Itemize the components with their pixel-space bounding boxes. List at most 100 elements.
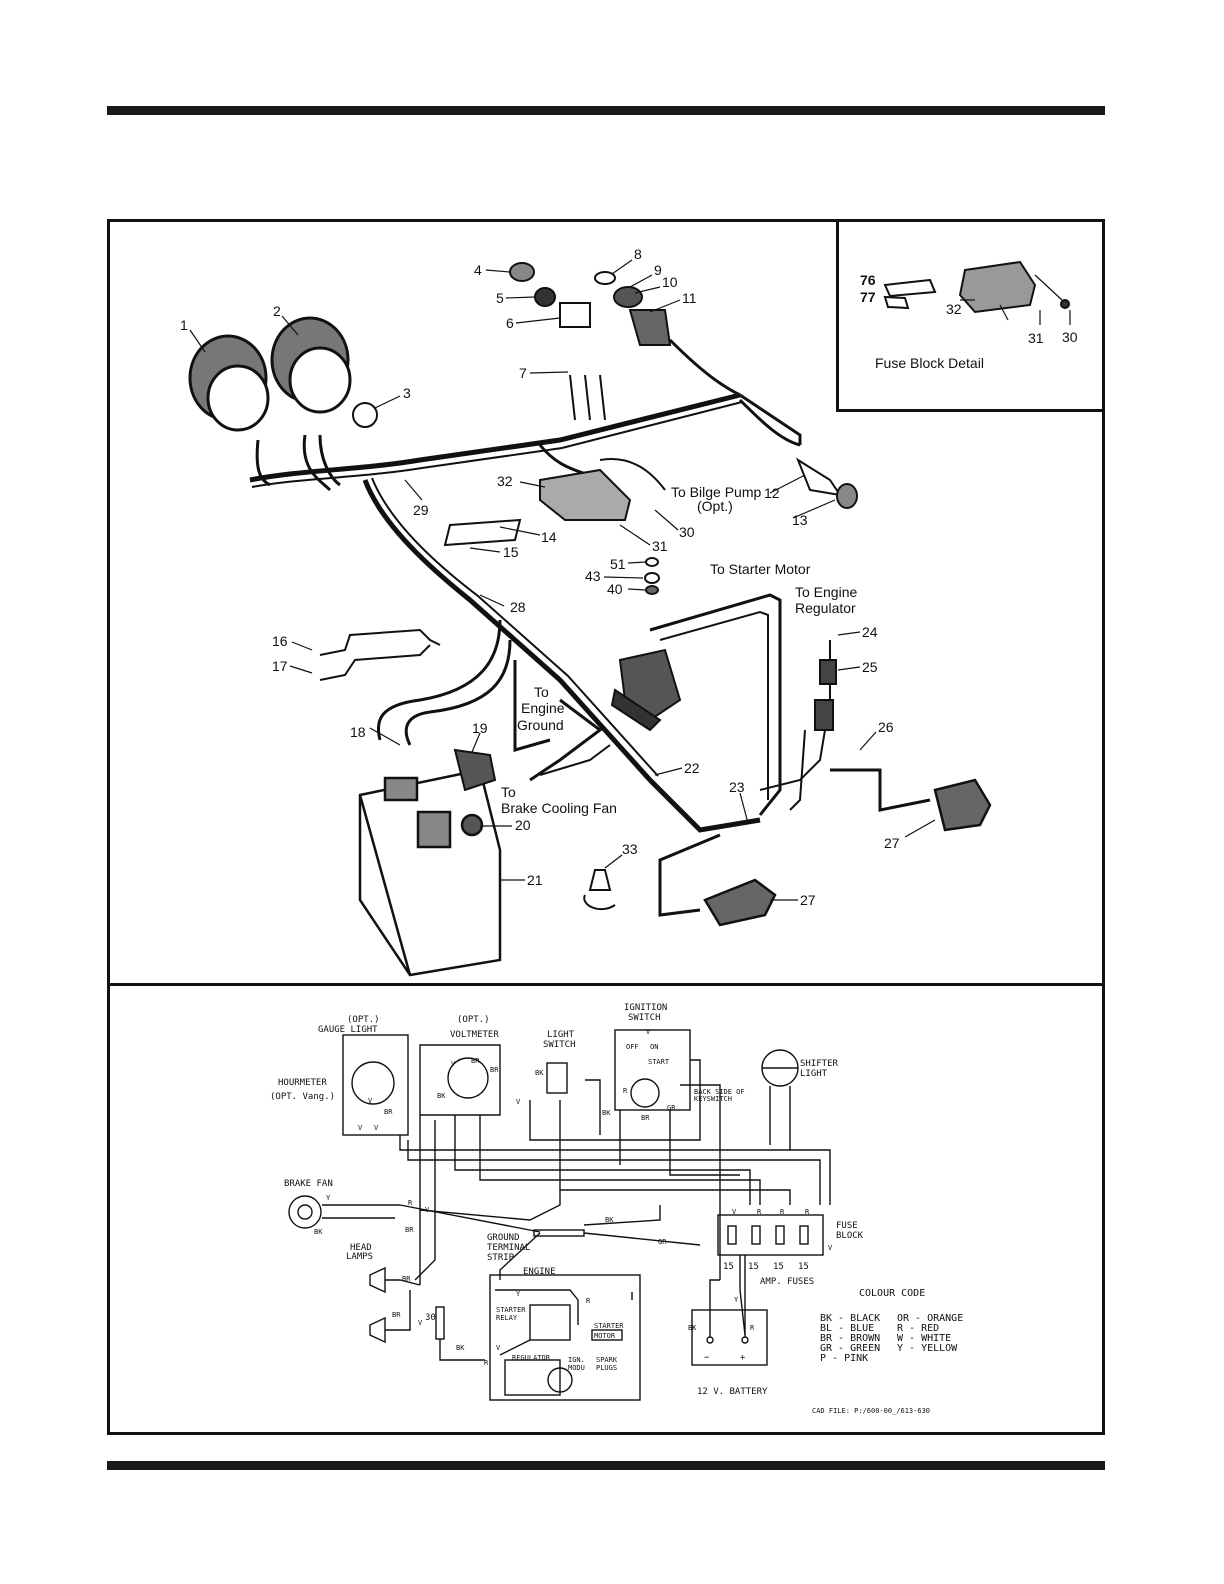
wire-label: BK (314, 1228, 323, 1236)
rear-lamp-lower (703, 878, 777, 927)
wire-label: BR (641, 1114, 650, 1122)
starter-relay (610, 648, 682, 732)
top-rule (107, 106, 1105, 115)
label-starter-motor-1: STARTER (594, 1322, 624, 1330)
callout-13: 13 (792, 512, 808, 528)
label-light-switch-1: LIGHT (547, 1030, 575, 1040)
wire-label: BR (471, 1057, 480, 1065)
fuse-detail-labels: 76 77 32 31 30 Fuse Block Detail (860, 272, 1078, 371)
callout-15: 15 (503, 544, 519, 560)
label-fuse-30: 30 (425, 1313, 436, 1323)
label-battery: 12 V. BATTERY (697, 1387, 768, 1397)
label-head-lamps-2: LAMPS (346, 1252, 373, 1262)
wire-label: V (425, 1206, 430, 1214)
colour-code-row-3a: BR - BROWN (820, 1333, 880, 1344)
callout-9: 9 (654, 262, 662, 278)
fuse-25-parts (814, 659, 837, 731)
harness-drawing (249, 338, 931, 917)
shifter-bulb-33 (583, 869, 616, 911)
callout-33: 33 (622, 841, 638, 857)
callout-22: 22 (684, 760, 700, 776)
label-key-off: OFF (626, 1043, 639, 1051)
label-key-back-1: BACK SIDE OF (694, 1088, 745, 1096)
label-ignition-2: SWITCH (628, 1013, 661, 1023)
note-engine-ground-2: Engine (521, 700, 565, 716)
label-fuse-block-2: BLOCK (836, 1231, 864, 1241)
section-divider (107, 983, 1105, 986)
detail-callout-31: 31 (1028, 330, 1044, 346)
callout-23: 23 (729, 779, 745, 795)
label-hourmeter-2: (OPT. Vang.) (270, 1092, 335, 1102)
callout-1: 1 (180, 317, 188, 333)
callout-27-upper: 27 (884, 835, 900, 851)
callout-25: 25 (862, 659, 878, 675)
wire-label: Y (326, 1194, 331, 1202)
label-cad-file: CAD FILE: P:/600-00_/613-630 (812, 1407, 930, 1415)
colour-code-row-4a: GR - GREEN (820, 1343, 880, 1354)
wire-label: BR (384, 1108, 393, 1116)
callout-19: 19 (472, 720, 488, 736)
callout-40: 40 (607, 581, 623, 597)
wire-label: R (805, 1208, 810, 1216)
fuse-value-4: 15 (798, 1262, 809, 1272)
wire-label: V (374, 1124, 379, 1132)
colour-code-row-5a: P - PINK (820, 1353, 868, 1364)
wire-label: GR (667, 1104, 676, 1112)
callout-26: 26 (878, 719, 894, 735)
brake-fan-resistor-19 (453, 748, 497, 792)
callout-11: 11 (682, 290, 697, 306)
fuse-detail-drawing (883, 260, 1071, 325)
wire-label: V (451, 1060, 456, 1068)
fuse-block-32 (539, 468, 632, 521)
label-starter-motor-2: MOTOR (594, 1332, 616, 1340)
callout-17: 17 (272, 658, 288, 674)
callout-27-lower: 27 (800, 892, 816, 908)
wire-label: BR (402, 1275, 411, 1283)
label-starter-relay-1: STARTER (496, 1306, 526, 1314)
callout-7: 7 (519, 365, 527, 381)
label-voltmeter-opt: (OPT.) (457, 1015, 490, 1025)
gauge-2 (270, 316, 352, 414)
fuse-value-3: 15 (773, 1262, 784, 1272)
note-brake-fan-2: Brake Cooling Fan (501, 800, 617, 816)
callout-29: 29 (413, 502, 429, 518)
colour-code-legend: COLOUR CODE BK - BLACK OR - ORANGE BL - … (820, 1288, 963, 1364)
label-key-on: ON (650, 1043, 658, 1051)
wire-label: GR (658, 1238, 667, 1246)
callout-18: 18 (350, 724, 366, 740)
label-key-back-2: KEYSWITCH (694, 1095, 732, 1103)
wire-label: V (358, 1124, 363, 1132)
label-starter-relay-2: RELAY (496, 1314, 518, 1322)
wire-label: R (408, 1199, 413, 1207)
callout-2: 2 (273, 303, 281, 319)
wire-label: V (418, 1319, 423, 1327)
colour-code-row-1a: BK - BLACK (820, 1313, 880, 1324)
label-ground-strip-1: GROUND (487, 1233, 520, 1243)
diagram-frame (107, 219, 1105, 1435)
colour-code-row-1b: OR - ORANGE (897, 1313, 963, 1324)
note-brake-fan-1: To (501, 784, 516, 800)
callout-43: 43 (585, 568, 601, 584)
colour-code-row-2a: BL - BLUE (820, 1323, 874, 1334)
callout-20: 20 (515, 817, 531, 833)
label-voltmeter: VOLTMETER (450, 1030, 499, 1040)
label-gauge-light-opt: (OPT.) (347, 1015, 380, 1025)
detail-callout-32: 32 (946, 301, 962, 317)
bulb-12-13 (795, 457, 858, 509)
label-spark-2: PLUGS (596, 1364, 617, 1372)
label-fuse-block-1: FUSE (836, 1221, 858, 1231)
wire-label: BR (405, 1226, 414, 1234)
gauge-light-bulb (352, 402, 378, 428)
label-ground-strip-3: STRIP (487, 1253, 515, 1263)
fuse-value-2: 15 (748, 1262, 759, 1272)
colour-code-title: COLOUR CODE (859, 1288, 925, 1299)
colour-code-row-3b: W - WHITE (897, 1333, 951, 1344)
label-battery-minus: − (704, 1353, 710, 1363)
callout-31: 31 (652, 538, 668, 554)
colour-code-row-2b: R - RED (897, 1323, 939, 1334)
label-spark-1: SPARK (596, 1356, 618, 1364)
note-engine-regulator-1: To Engine (795, 584, 857, 600)
wire-label: BK (605, 1216, 614, 1224)
label-light-switch-2: SWITCH (543, 1040, 576, 1050)
detail-callout-30: 30 (1062, 329, 1078, 345)
